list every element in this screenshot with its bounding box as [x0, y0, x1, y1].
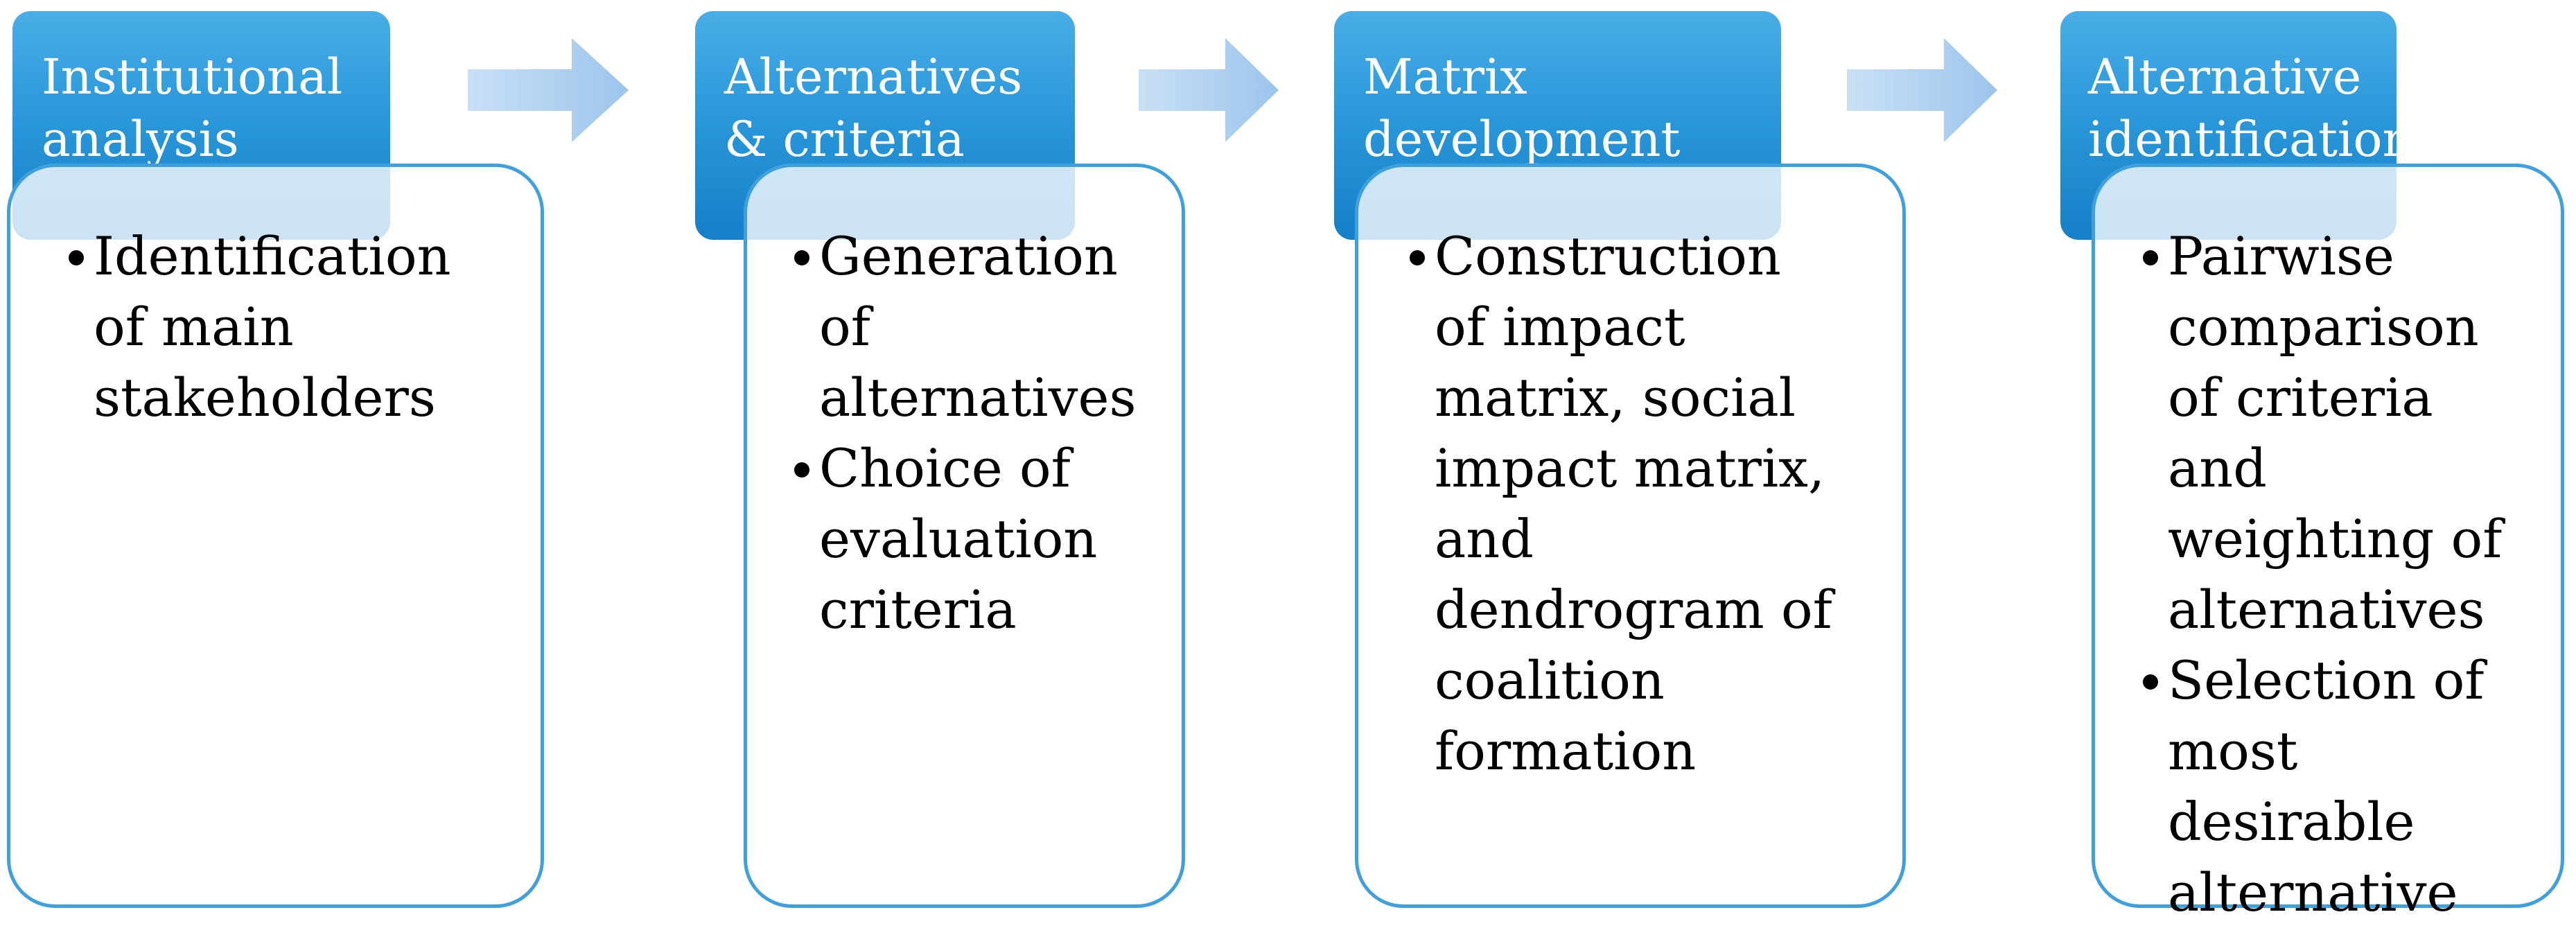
bullet-line: most — [2168, 720, 2298, 782]
stage-3-title-line-2: development — [1363, 111, 1681, 168]
stage-4-title-line-2: identification — [2088, 111, 2414, 168]
bullet-line: and — [2168, 437, 2267, 499]
arrow-right-icon — [1139, 38, 1279, 142]
stage-2-card: Generation of alternatives Choice of eva… — [744, 164, 1185, 908]
bullet-line: desirable — [2168, 791, 2415, 852]
stage-1-title-line-1: Institutional — [42, 49, 343, 105]
bullet-line: of main — [94, 296, 294, 358]
bullet-line: criteria — [819, 579, 1017, 640]
bullet-line: Choice of — [819, 437, 1071, 499]
stage-1-bullet-list: Identification of main stakeholders — [69, 221, 541, 433]
stage-3-title-line-1: Matrix — [1363, 49, 1527, 105]
stage-3-bullet-list: Construction of impact matrix, social im… — [1410, 221, 1902, 787]
stage-2-bullet-list: Generation of alternatives Choice of eva… — [794, 221, 1182, 645]
bullet-line: Pairwise — [2168, 225, 2395, 287]
bullet-line: of impact — [1435, 296, 1685, 358]
bullet-line: Selection of — [2168, 649, 2485, 711]
bullet-line: alternatives — [819, 367, 1137, 428]
stage-4-bullet-list: Pairwise comparison of criteria and weig… — [2143, 221, 2561, 928]
arrow-right-icon — [468, 38, 629, 142]
bullet-line: comparison — [2168, 296, 2479, 358]
bullet-line: of — [819, 296, 870, 358]
bullet-line: stakeholders — [94, 367, 436, 428]
stage-4-bullet-1: Pairwise comparison of criteria and weig… — [2143, 221, 2561, 645]
bullet-line: of criteria — [2168, 367, 2433, 428]
bullet-line: Identification — [94, 225, 451, 287]
stage-4-card: Pairwise comparison of criteria and weig… — [2092, 164, 2564, 923]
bullet-line: Generation — [819, 225, 1118, 287]
bullet-line: coalition — [1435, 649, 1665, 711]
bullet-line: evaluation — [819, 508, 1098, 570]
stage-1-card: Identification of main stakeholders — [7, 164, 544, 908]
bullet-line: formation — [1435, 720, 1697, 782]
bullet-line: impact matrix, — [1435, 437, 1825, 499]
bullet-line: weighting of — [2168, 508, 2503, 570]
stage-2-bullet-1: Generation of alternatives — [794, 221, 1182, 433]
bullet-line: alternatives — [2168, 579, 2485, 640]
bullet-line: dendrogram of — [1435, 579, 1832, 640]
bullet-line: alternative — [2168, 861, 2458, 923]
stage-2-title-line-1: Alternatives — [724, 49, 1023, 105]
bullet-line: and — [1435, 508, 1534, 570]
stage-2-bullet-2: Choice of evaluation criteria — [794, 433, 1182, 645]
stage-2-title-line-2: & criteria — [724, 111, 965, 168]
bullet-line: Construction — [1435, 225, 1781, 287]
stage-1-title-line-2: analysis — [42, 111, 239, 168]
bullet-line: matrix, social — [1435, 367, 1796, 428]
stage-3-card: Construction of impact matrix, social im… — [1355, 164, 1906, 908]
stage-4-bullet-2: Selection of most desirable alternative — [2143, 645, 2561, 928]
stage-1-bullet-1: Identification of main stakeholders — [69, 221, 541, 433]
stage-4-title-line-1: Alternative — [2088, 49, 2362, 105]
stage-3-bullet-1: Construction of impact matrix, social im… — [1410, 221, 1902, 787]
arrow-right-icon — [1847, 38, 1997, 142]
